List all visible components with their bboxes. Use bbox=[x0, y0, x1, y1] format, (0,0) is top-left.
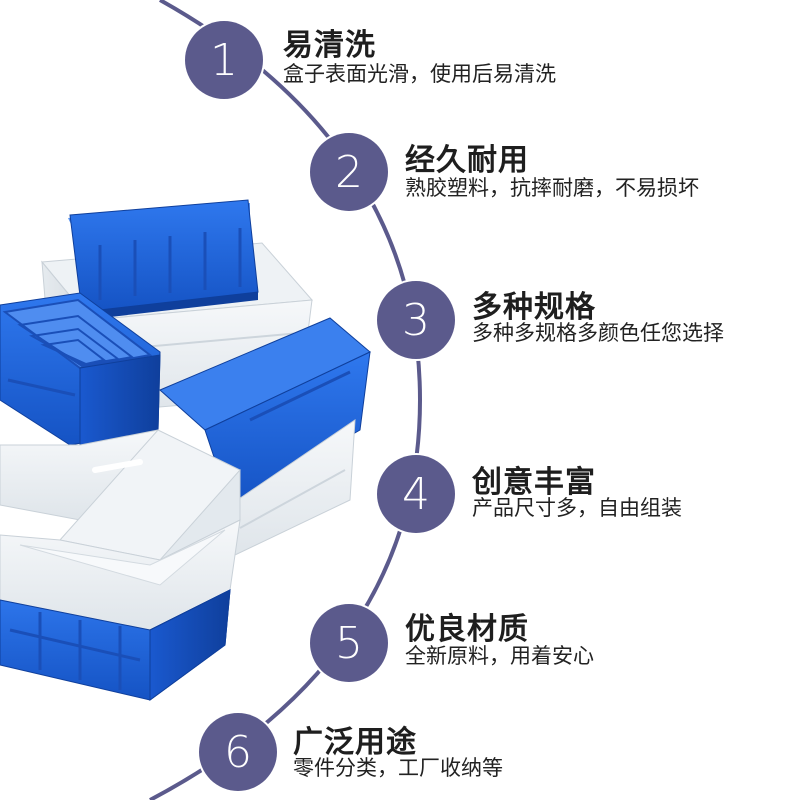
arc-line bbox=[149, 0, 423, 800]
feature-desc-6: 零件分类，工厂收纳等 bbox=[293, 756, 503, 780]
badge-6: 6 bbox=[199, 713, 277, 791]
feature-desc-1: 盒子表面光滑，使用后易清洗 bbox=[283, 62, 556, 86]
badge-2: 2 bbox=[310, 133, 388, 211]
feature-title-3: 多种规格 bbox=[472, 290, 596, 325]
feature-desc-4: 产品尺寸多，自由组装 bbox=[472, 496, 682, 520]
badge-3: 3 bbox=[377, 281, 455, 359]
crate-blue-right bbox=[159, 317, 371, 506]
feature-desc-2: 熟胶塑料，抗摔耐磨，不易损坏 bbox=[405, 176, 699, 200]
feature-title-6: 广泛用途 bbox=[293, 725, 417, 760]
feature-desc-5: 全新原料，用着安心 bbox=[405, 644, 594, 668]
feature-title-2: 经久耐用 bbox=[405, 143, 529, 178]
crate-white-front bbox=[0, 519, 241, 631]
feature-title-5: 优良材质 bbox=[405, 612, 529, 647]
badge-5: 5 bbox=[310, 604, 388, 682]
crate-white-middle bbox=[0, 429, 241, 561]
crate-blue-nested-stack bbox=[0, 292, 161, 446]
crate-blue-top bbox=[68, 199, 259, 320]
badge-1: 1 bbox=[185, 21, 263, 99]
feature-title-1: 易清洗 bbox=[283, 28, 376, 63]
crate-blue-bottom bbox=[0, 589, 231, 701]
feature-title-4: 创意丰富 bbox=[472, 465, 596, 500]
feature-desc-3: 多种多规格多颜色任您选择 bbox=[472, 321, 724, 345]
badge-4: 4 bbox=[377, 455, 455, 533]
